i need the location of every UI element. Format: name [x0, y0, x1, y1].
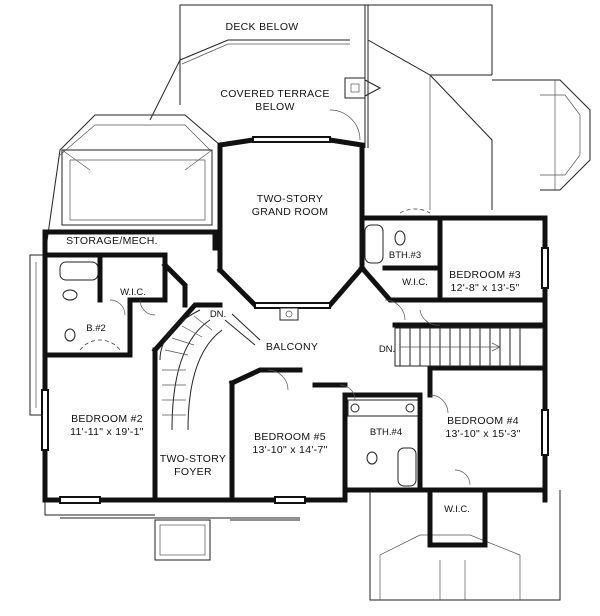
- covered-terrace-label-2: BELOW: [255, 101, 294, 113]
- covered-terrace-label-1: COVERED TERRACE: [220, 88, 329, 100]
- bedroom2-size: 11'-11" x 19'-1": [70, 426, 144, 438]
- wic-bed3-label: W.I.C.: [402, 277, 428, 288]
- chimney: [344, 77, 366, 99]
- grand-room-label-2: GRAND ROOM: [252, 206, 329, 218]
- left-stair: [159, 309, 261, 431]
- windows: [41, 136, 549, 504]
- bedroom4-name: BEDROOM #4: [447, 415, 519, 427]
- deck-below-label: DECK BELOW: [225, 21, 298, 33]
- right-stair: [394, 327, 544, 367]
- dn-left-label: DN.: [210, 309, 226, 320]
- storage-label: STORAGE/MECH.: [66, 235, 158, 247]
- wic-bed4-label: W.I.C.: [444, 504, 470, 515]
- room-labels: DECK BELOW COVERED TERRACE BELOW TWO-STO…: [66, 21, 521, 515]
- fixtures: [59, 224, 419, 487]
- balcony-label: BALCONY: [266, 341, 318, 353]
- bathtub-2: [59, 261, 99, 281]
- bedroom3-name: BEDROOM #3: [449, 269, 521, 281]
- foyer-label-1: TWO-STORY: [160, 453, 226, 465]
- bedroom2-name: BEDROOM #2: [71, 413, 143, 425]
- walls: [42, 137, 548, 548]
- wic-bed2-label: W.I.C.: [120, 287, 146, 298]
- stairs: [159, 309, 544, 431]
- bath2-label: B.#2: [86, 323, 106, 334]
- bedroom3-size: 12'-8" x 13'-5": [450, 282, 519, 294]
- doors: [79, 109, 471, 486]
- bathtub-4: [397, 447, 417, 487]
- bedroom5-size: 13'-10" x 14'-7": [252, 444, 327, 456]
- bedroom5-name: BEDROOM #5: [254, 431, 326, 443]
- bedroom4-size: 13'-10" x 15'-3": [445, 428, 520, 440]
- grand-room-label-1: TWO-STORY: [257, 193, 323, 205]
- bath4-label: BTH.#4: [370, 427, 402, 438]
- bathtub-3: [364, 224, 384, 264]
- foyer-label-2: FOYER: [174, 466, 212, 478]
- dn-right-label: DN.: [379, 344, 395, 355]
- bath3-label: BTH.#3: [389, 250, 421, 261]
